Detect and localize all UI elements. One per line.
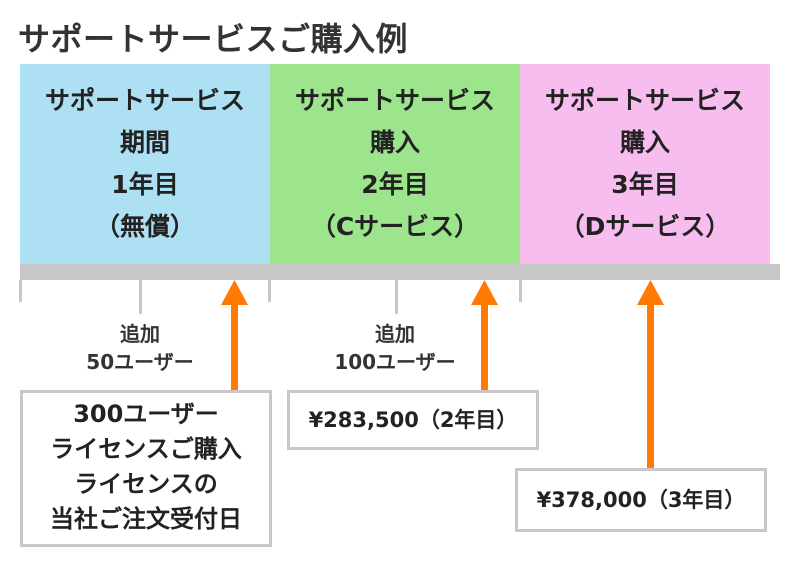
year3-price-box: ¥378,000（3年目）	[515, 468, 767, 532]
license-purchase-box: 300ユーザー ライセンスご購入 ライセンスの 当社ご注文受付日	[20, 390, 272, 547]
arrow-year3-purchase	[637, 280, 664, 468]
panel-year2-line4: （Cサービス）	[310, 212, 480, 241]
license-box-line1: 300ユーザー	[73, 400, 219, 428]
panel-year1-line2: 期間	[119, 128, 170, 157]
panel-year3-line3: 3年目	[611, 170, 679, 199]
note-add-50-line2: 50ユーザー	[86, 350, 194, 374]
panel-year2: サポートサービス 購入 2年目 （Cサービス）	[270, 64, 520, 264]
panel-year2-line1: サポートサービス	[294, 86, 495, 115]
license-box-line3: ライセンスの	[74, 470, 218, 498]
panel-year1: サポートサービス 期間 1年目 （無償）	[20, 64, 270, 264]
timeline-bar	[20, 264, 780, 280]
note-add-50-users: 追加 50ユーザー	[60, 320, 220, 376]
panel-year3-line2: 購入	[619, 128, 670, 157]
timeline-tick-year3	[519, 280, 522, 302]
panel-year1-line3: 1年目	[111, 170, 179, 199]
panel-year1-line1: サポートサービス	[44, 86, 245, 115]
panel-year1-line4: （無償）	[94, 212, 195, 241]
note-add-100-line1: 追加	[375, 322, 415, 346]
license-box-line4: 当社ご注文受付日	[50, 505, 242, 533]
note-add-100-line2: 100ユーザー	[334, 350, 456, 374]
panel-year3: サポートサービス 購入 3年目 （Dサービス）	[520, 64, 770, 264]
arrow-year2-purchase	[471, 280, 498, 390]
timeline-tick-year2	[268, 280, 271, 302]
timeline-tick-add-100	[395, 280, 398, 314]
note-add-100-users: 追加 100ユーザー	[315, 320, 475, 376]
panel-year3-line1: サポートサービス	[544, 86, 745, 115]
license-box-line2: ライセンスご購入	[50, 435, 242, 463]
panel-year2-line2: 購入	[369, 128, 420, 157]
panel-year3-line4: （Dサービス）	[559, 212, 731, 241]
arrow-license-order	[221, 280, 248, 390]
timeline-tick-start	[19, 280, 22, 302]
year2-price-box: ¥283,500（2年目）	[287, 390, 539, 450]
timeline-tick-add-50	[139, 280, 142, 314]
diagram-title: サポートサービスご購入例	[18, 20, 409, 58]
panel-year2-line3: 2年目	[361, 170, 429, 199]
note-add-50-line1: 追加	[120, 322, 160, 346]
